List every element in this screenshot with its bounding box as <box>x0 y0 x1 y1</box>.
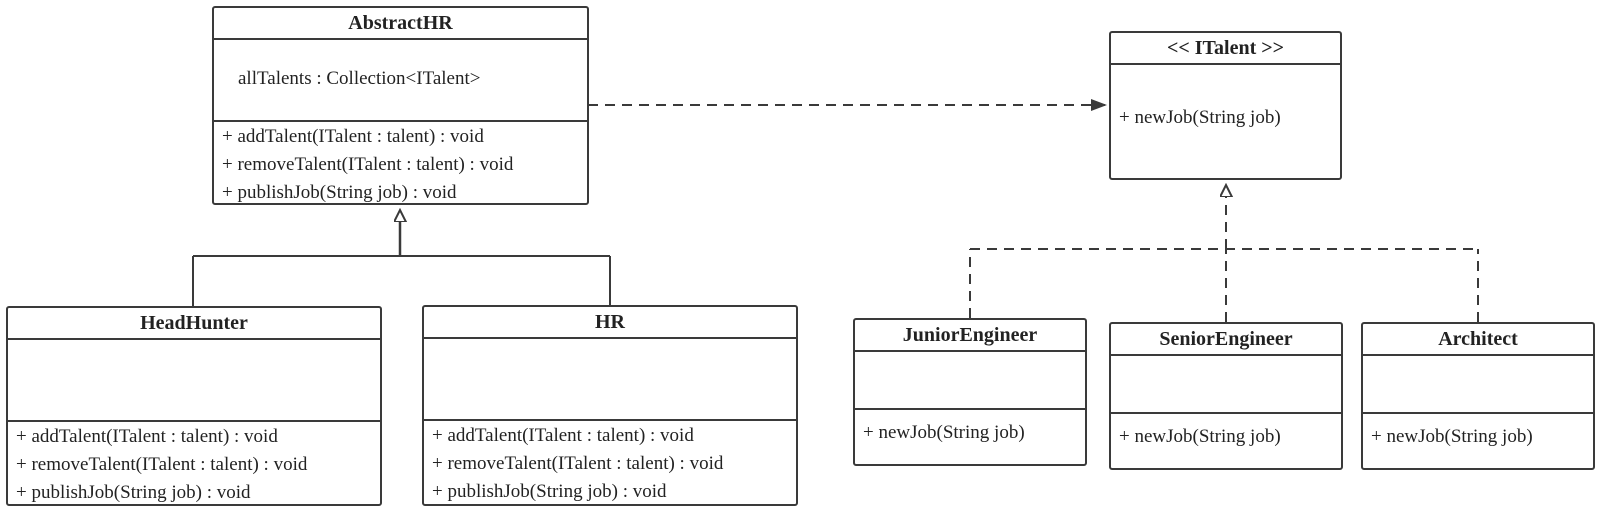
class-name: AbstractHR <box>214 8 587 40</box>
class-name: SeniorEngineer <box>1111 324 1341 356</box>
operation: + publishJob(String job) : void <box>16 482 251 503</box>
class-name: JuniorEngineer <box>855 320 1085 352</box>
interface-name: << ITalent >> <box>1111 33 1340 65</box>
attribute-compartment <box>1363 356 1593 414</box>
class-hr[interactable]: HR + addTalent(ITalent : talent) : void … <box>422 305 798 506</box>
operation-compartment: + newJob(String job) <box>1111 414 1341 448</box>
class-headhunter[interactable]: HeadHunter + addTalent(ITalent : talent)… <box>6 306 382 506</box>
operation-compartment: + newJob(String job) <box>1363 414 1593 448</box>
operation: + publishJob(String job) : void <box>222 182 457 203</box>
operation: + addTalent(ITalent : talent) : void <box>432 425 694 446</box>
operation-compartment: + addTalent(ITalent : talent) : void + r… <box>214 122 587 208</box>
operation: + newJob(String job) <box>1119 426 1281 447</box>
operation-compartment: + addTalent(ITalent : talent) : void + r… <box>424 421 796 507</box>
operation: + publishJob(String job) : void <box>432 481 667 502</box>
interface-italent[interactable]: << ITalent >> + newJob(String job) <box>1109 31 1342 180</box>
class-name: Architect <box>1363 324 1593 356</box>
operation: + newJob(String job) <box>863 422 1025 443</box>
operation: + removeTalent(ITalent : talent) : void <box>222 154 514 175</box>
class-name: HeadHunter <box>8 308 380 340</box>
operation: + removeTalent(ITalent : talent) : void <box>16 454 308 475</box>
attribute-compartment: allTalents : Collection<ITalent> <box>214 40 587 122</box>
attribute-compartment <box>1111 356 1341 414</box>
generalization-lines <box>192 216 611 307</box>
realization-lines <box>969 191 1479 322</box>
operation: + newJob(String job) <box>1119 107 1281 128</box>
operation: + newJob(String job) <box>1371 426 1533 447</box>
attribute-compartment <box>8 340 380 422</box>
operation: + addTalent(ITalent : talent) : void <box>222 126 484 147</box>
operation-compartment: + newJob(String job) <box>855 410 1085 444</box>
operation: + removeTalent(ITalent : talent) : void <box>432 453 724 474</box>
class-name: HR <box>424 307 796 339</box>
class-architect[interactable]: Architect + newJob(String job) <box>1361 322 1595 470</box>
operation: + addTalent(ITalent : talent) : void <box>16 426 278 447</box>
attribute-compartment <box>424 339 796 421</box>
class-junior-engineer[interactable]: JuniorEngineer + newJob(String job) <box>853 318 1087 466</box>
class-senior-engineer[interactable]: SeniorEngineer + newJob(String job) <box>1109 322 1343 470</box>
operation-compartment: + newJob(String job) <box>1111 65 1340 129</box>
attribute: allTalents : Collection<ITalent> <box>238 68 481 89</box>
attribute-compartment <box>855 352 1085 410</box>
class-abstract-hr[interactable]: AbstractHR allTalents : Collection<ITale… <box>212 6 589 205</box>
operation-compartment: + addTalent(ITalent : talent) : void + r… <box>8 422 380 508</box>
